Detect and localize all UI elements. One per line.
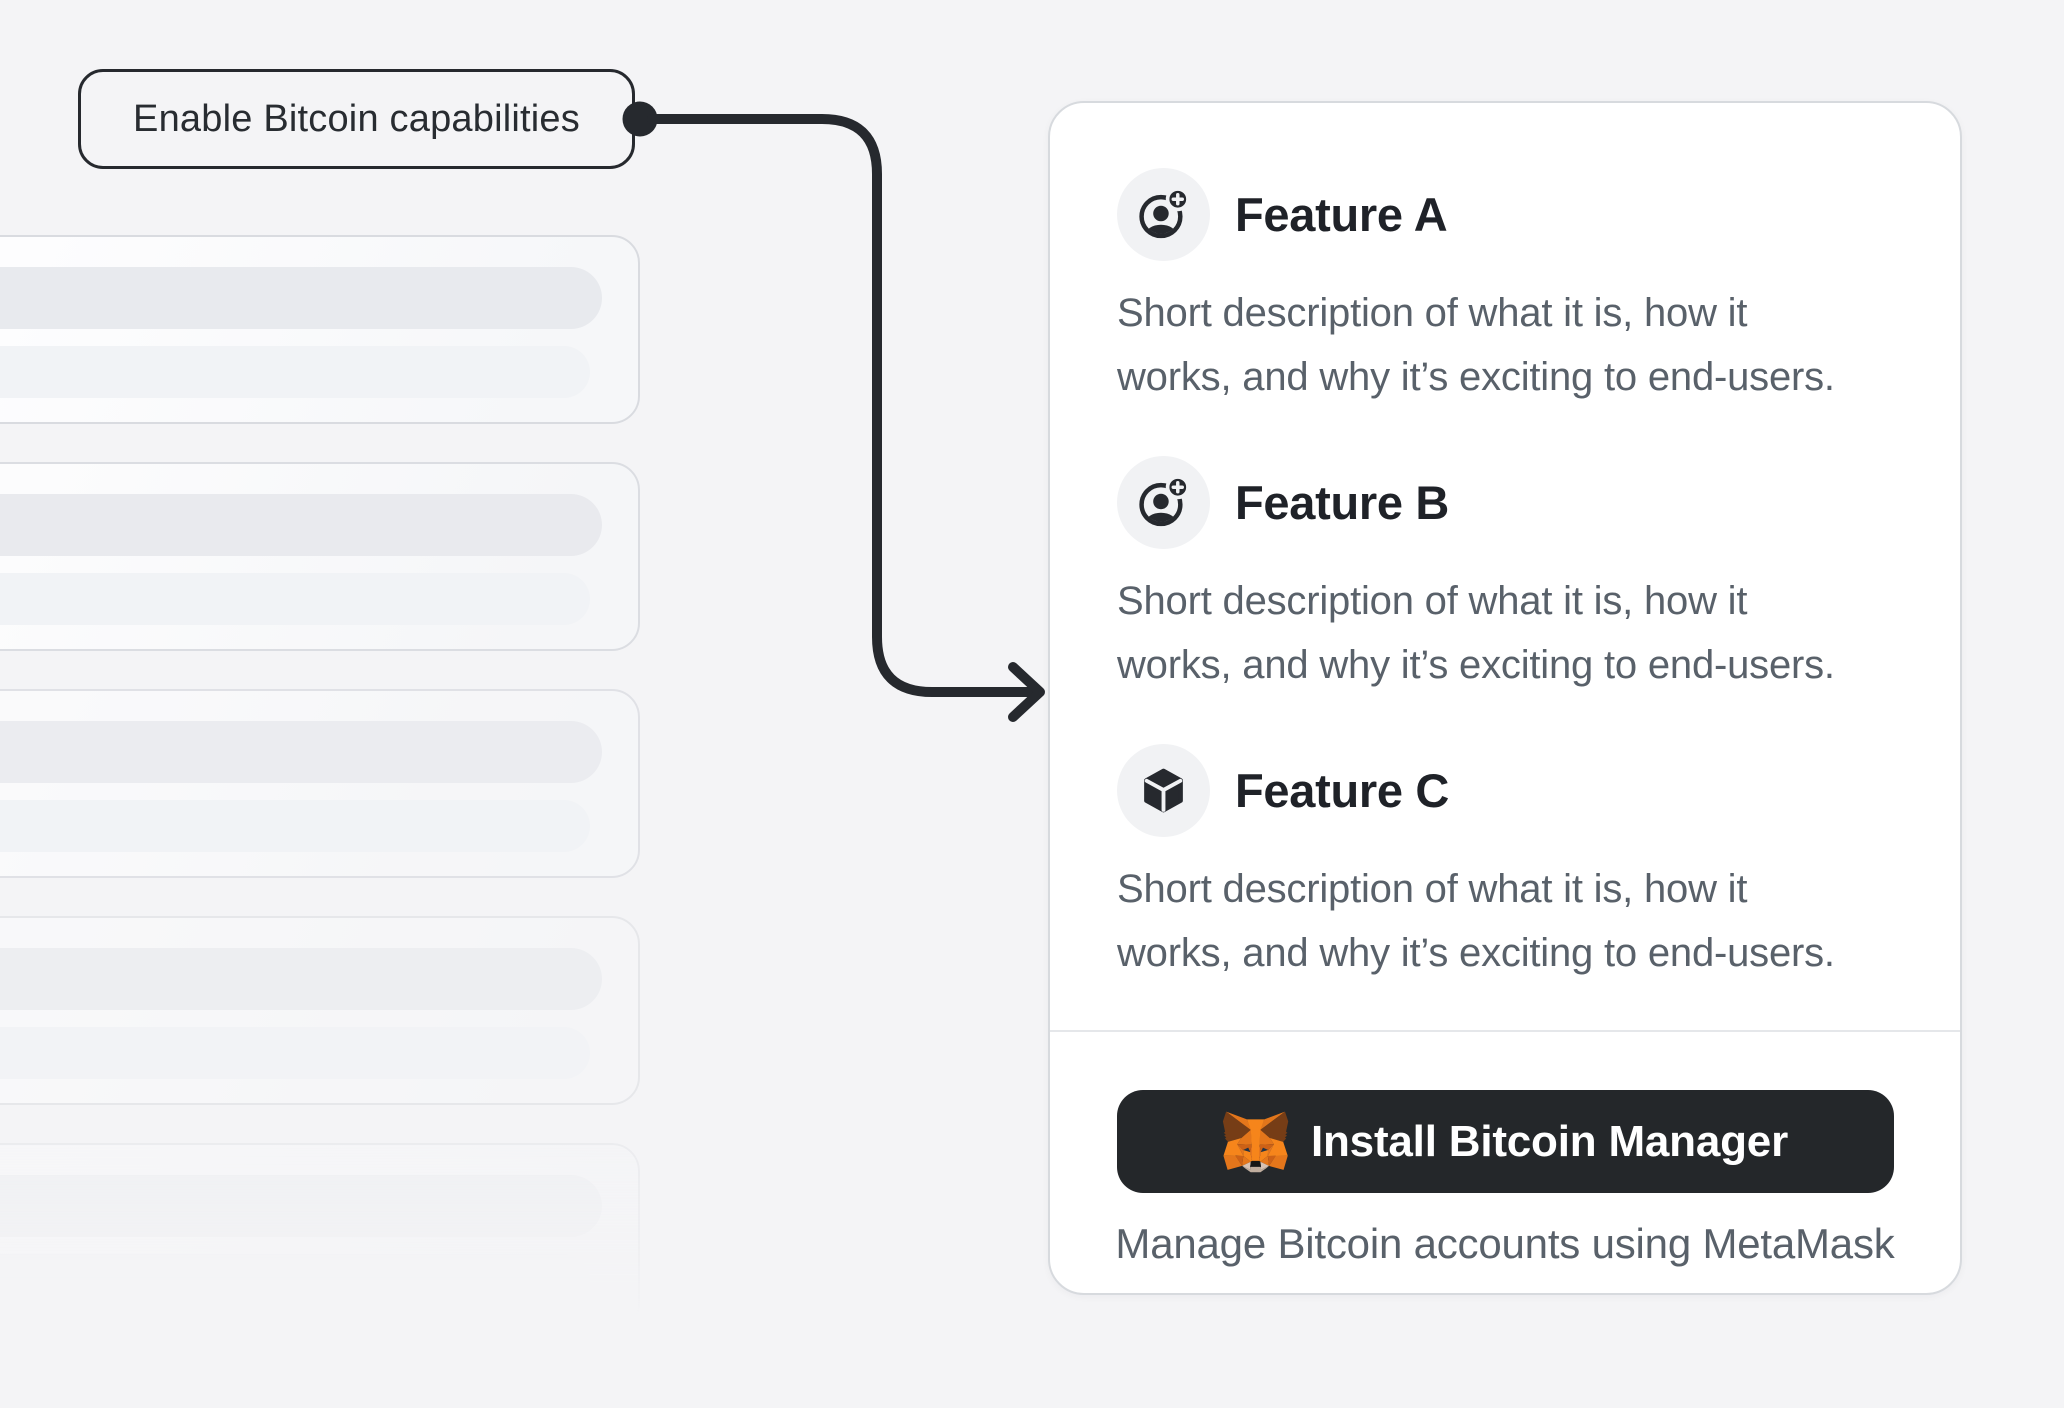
skeleton-line [0, 1027, 590, 1079]
cube-icon [1144, 768, 1183, 813]
card-footer: Install Bitcoin Manager Manage Bitcoin a… [1050, 1090, 1960, 1269]
skeleton-card [0, 689, 640, 878]
card-footer-divider [1050, 1030, 1960, 1032]
skeleton-line [0, 573, 590, 625]
skeleton-line [0, 948, 602, 1010]
feature-c-description: Short description of what it is, how it … [1117, 867, 1835, 975]
skeleton-card-list [0, 235, 640, 1370]
feature-b-icon-circle [1117, 456, 1210, 549]
user-add-icon [1139, 188, 1190, 239]
skeleton-card [0, 1143, 640, 1332]
feature-a-icon-circle [1117, 168, 1210, 261]
feature-item-a: Feature A Short description of what it i… [1117, 168, 1960, 409]
feature-b-description: Short description of what it is, how it … [1117, 579, 1835, 687]
skeleton-line [0, 800, 590, 852]
footer-caption: Manage Bitcoin accounts using MetaMask [1115, 1220, 1895, 1267]
feature-item-c: Feature C Short description of what it i… [1117, 744, 1960, 985]
metamask-fox-icon [1222, 1111, 1289, 1172]
callout-label-text: Enable Bitcoin capabilities [133, 97, 580, 140]
user-add-icon [1139, 476, 1190, 527]
arrowhead-icon [1008, 662, 1045, 722]
skeleton-line [0, 346, 590, 398]
install-bitcoin-manager-button[interactable]: Install Bitcoin Manager [1116, 1090, 1894, 1193]
feature-b-title: Feature B [1235, 476, 1450, 529]
skeleton-card [0, 235, 640, 424]
skeleton-line [0, 1175, 602, 1237]
skeleton-line [0, 267, 602, 329]
skeleton-line [0, 721, 602, 783]
feature-a-description: Short description of what it is, how it … [1117, 291, 1835, 399]
skeleton-card [0, 916, 640, 1105]
skeleton-line [0, 1254, 590, 1306]
feature-card: Feature A Short description of what it i… [1048, 101, 1962, 1295]
feature-c-title: Feature C [1235, 764, 1450, 817]
feature-a-title: Feature A [1235, 188, 1448, 241]
feature-list: Feature A Short description of what it i… [1050, 103, 1960, 985]
callout-label: Enable Bitcoin capabilities [78, 69, 635, 169]
feature-c-icon-circle [1117, 744, 1210, 837]
skeleton-card [0, 462, 640, 651]
install-button-label: Install Bitcoin Manager [1310, 1116, 1789, 1166]
skeleton-line [0, 494, 602, 556]
feature-item-b: Feature B Short description of what it i… [1117, 456, 1960, 697]
